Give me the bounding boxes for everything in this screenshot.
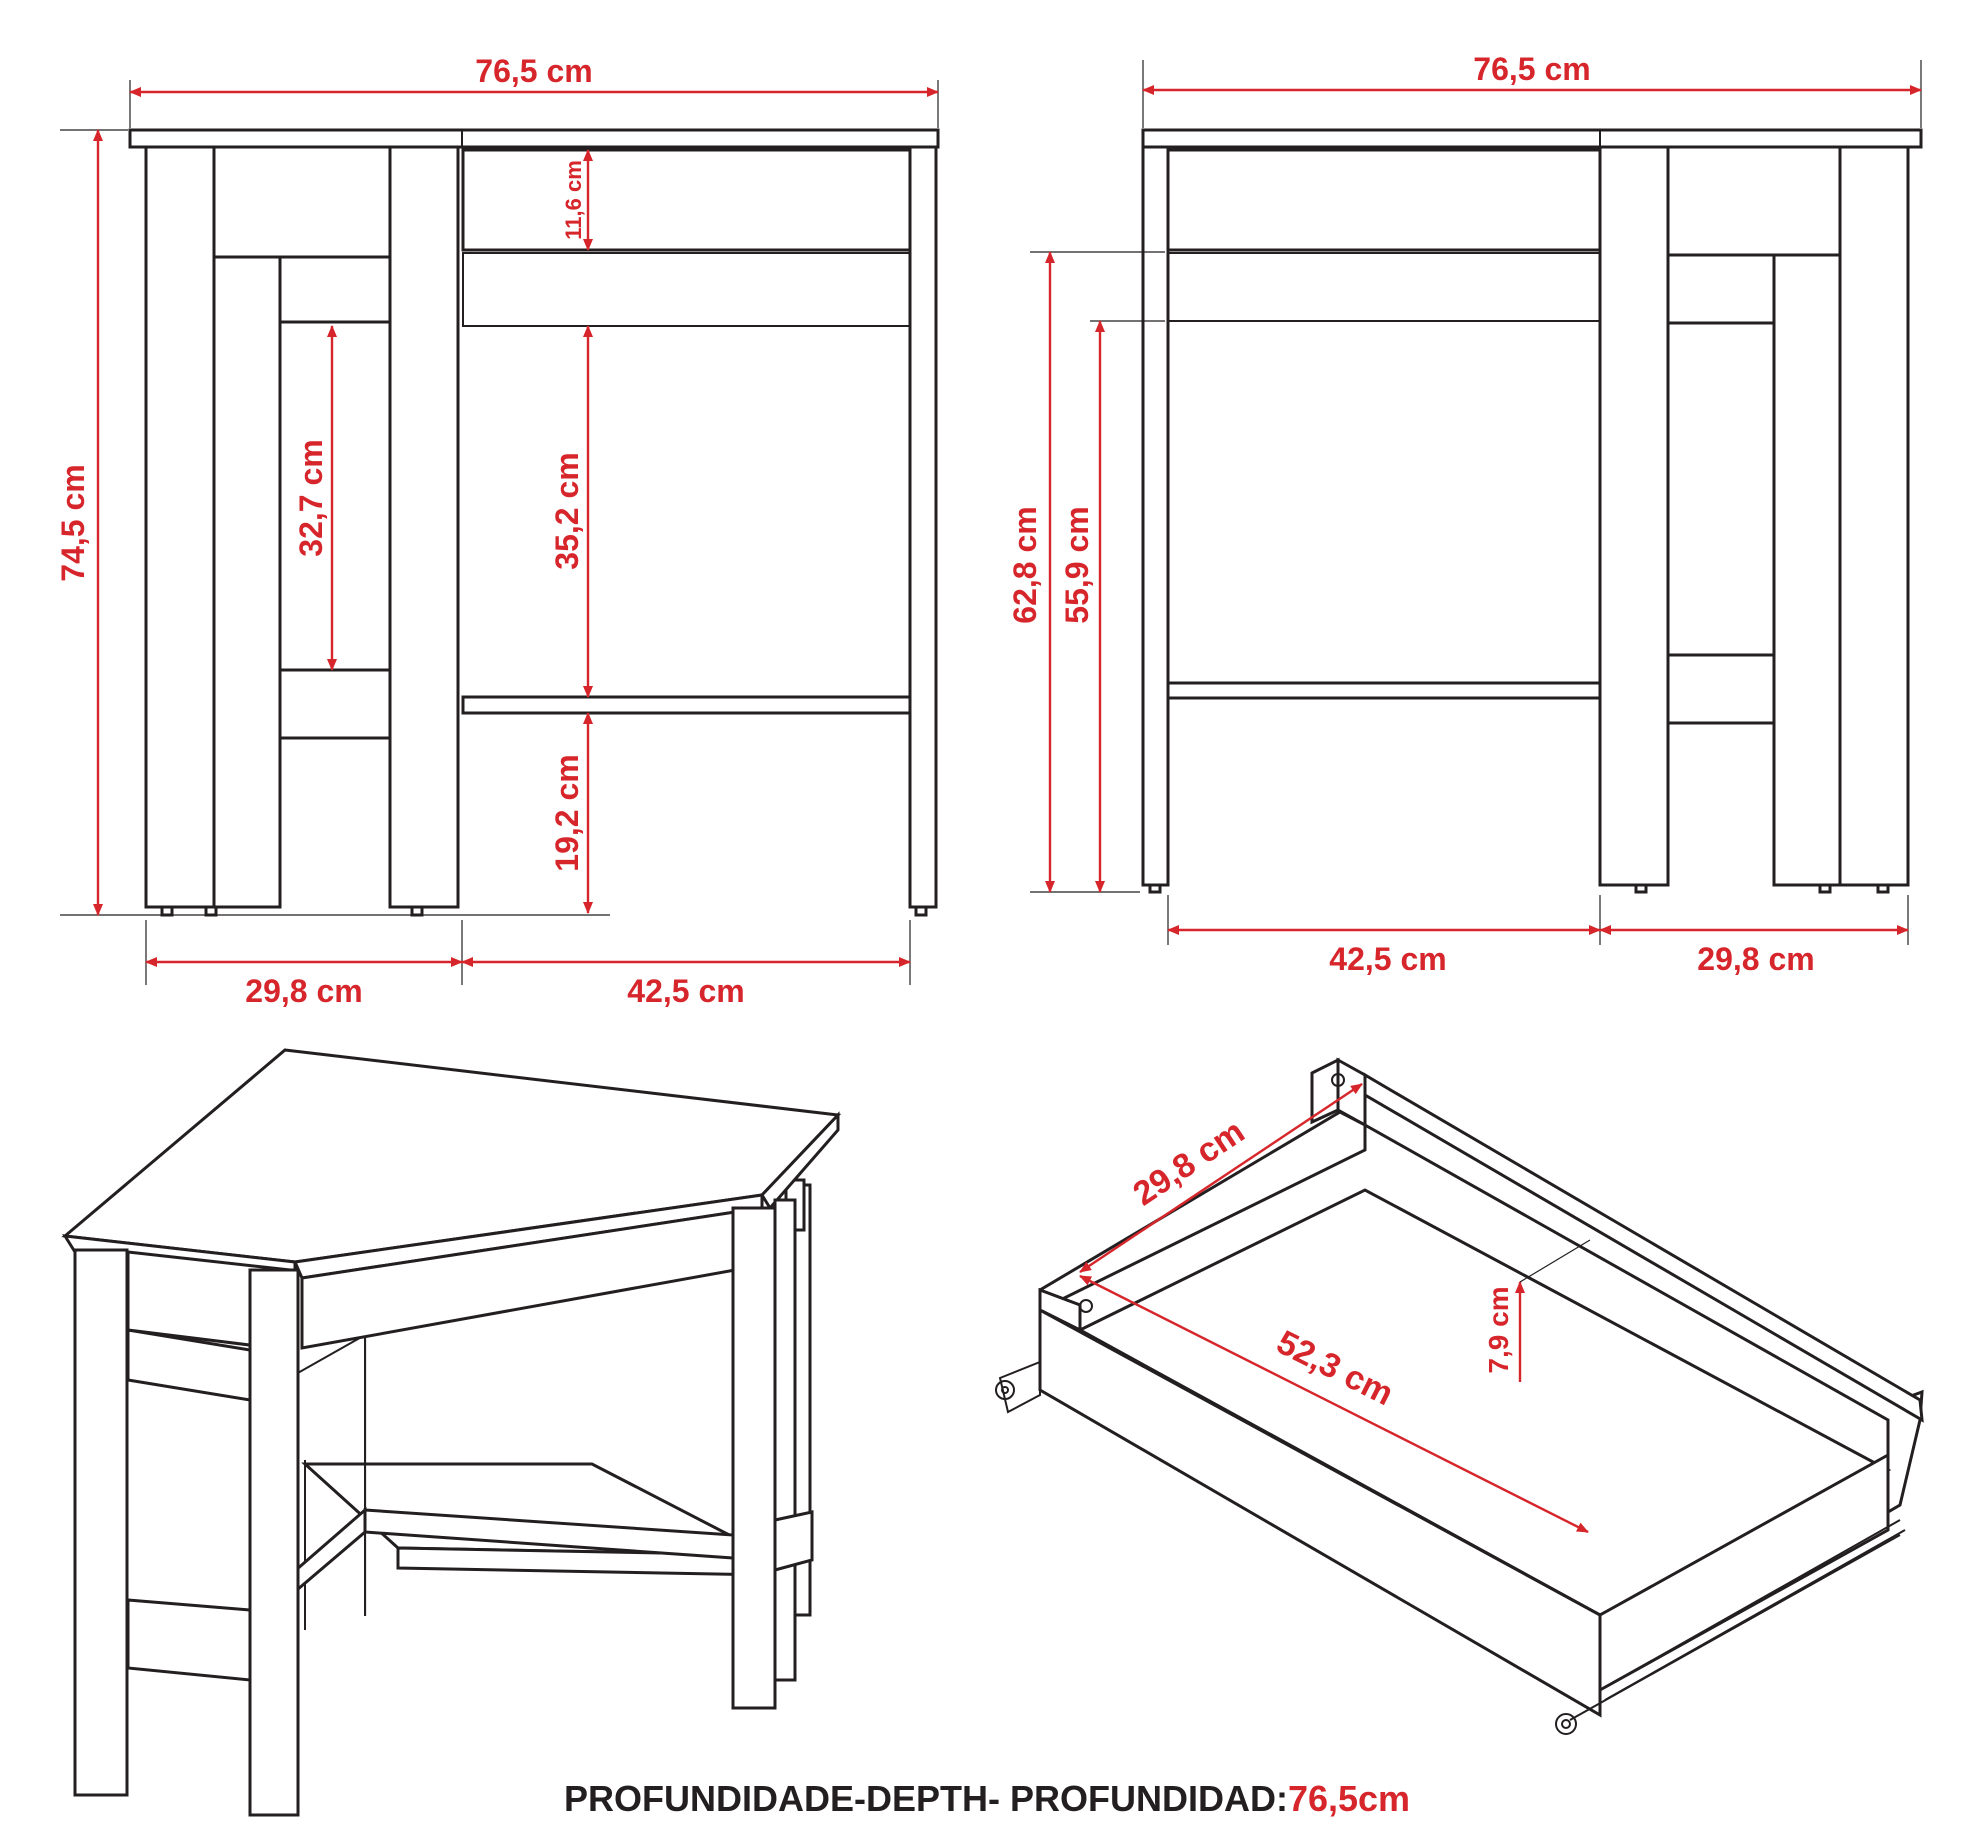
back-leg-right xyxy=(1838,145,1910,887)
drawer-height-label: 11,6 cm xyxy=(561,160,586,240)
back-drawer-height-label: 62,8 cm xyxy=(1007,506,1043,623)
front-height-label: 74,5 cm xyxy=(55,464,91,581)
back-apron-height-label: 55,9 cm xyxy=(1059,506,1095,623)
desk-perspective xyxy=(61,1048,842,1817)
front-width-label: 76,5 cm xyxy=(475,53,592,89)
front-view: 76,5 cm 74,5 cm 11,6 cm 32,7 cm 35,2 cm … xyxy=(55,53,940,1009)
depth-caption-label: PROFUNDIDADE-DEPTH- PROFUNDIDAD: xyxy=(563,1778,1288,1819)
drawer-height-label-persp: 7,9 cm xyxy=(1483,1286,1514,1373)
shelf-height-label: 19,2 cm xyxy=(549,754,585,871)
left-opening-label: 32,7 cm xyxy=(293,439,329,556)
front-shelf xyxy=(461,695,912,715)
front-left-width-label: 29,8 cm xyxy=(245,973,362,1009)
back-drawer xyxy=(1166,148,1602,252)
depth-caption: PROFUNDIDADE-DEPTH- PROFUNDIDAD:76,5cm xyxy=(0,1778,1974,1820)
front-right-width-label: 42,5 cm xyxy=(627,973,744,1009)
front-desktop xyxy=(128,128,940,149)
back-right-width-label: 29,8 cm xyxy=(1697,941,1814,977)
back-leg-left xyxy=(1141,145,1170,887)
front-leg-left-outer xyxy=(144,145,216,909)
back-width-label: 76,5 cm xyxy=(1473,51,1590,87)
depth-caption-value: 76,5cm xyxy=(1287,1778,1411,1819)
back-view: 76,5 cm 62,8 cm 55,9 cm 42,5 cm 29,8 cm xyxy=(1007,51,1923,977)
drawer-perspective: 29,8 cm 52,3 cm 7,9 cm xyxy=(995,1057,1924,1735)
front-leg-right xyxy=(908,145,938,909)
knee-clearance-label: 35,2 cm xyxy=(549,452,585,569)
back-desktop xyxy=(1141,128,1923,149)
front-drawer xyxy=(461,148,912,252)
back-left-width-label: 42,5 cm xyxy=(1329,941,1446,977)
back-shelf xyxy=(1166,681,1602,700)
front-leg-left-inner xyxy=(388,145,460,909)
back-leg-mid xyxy=(1598,145,1670,887)
